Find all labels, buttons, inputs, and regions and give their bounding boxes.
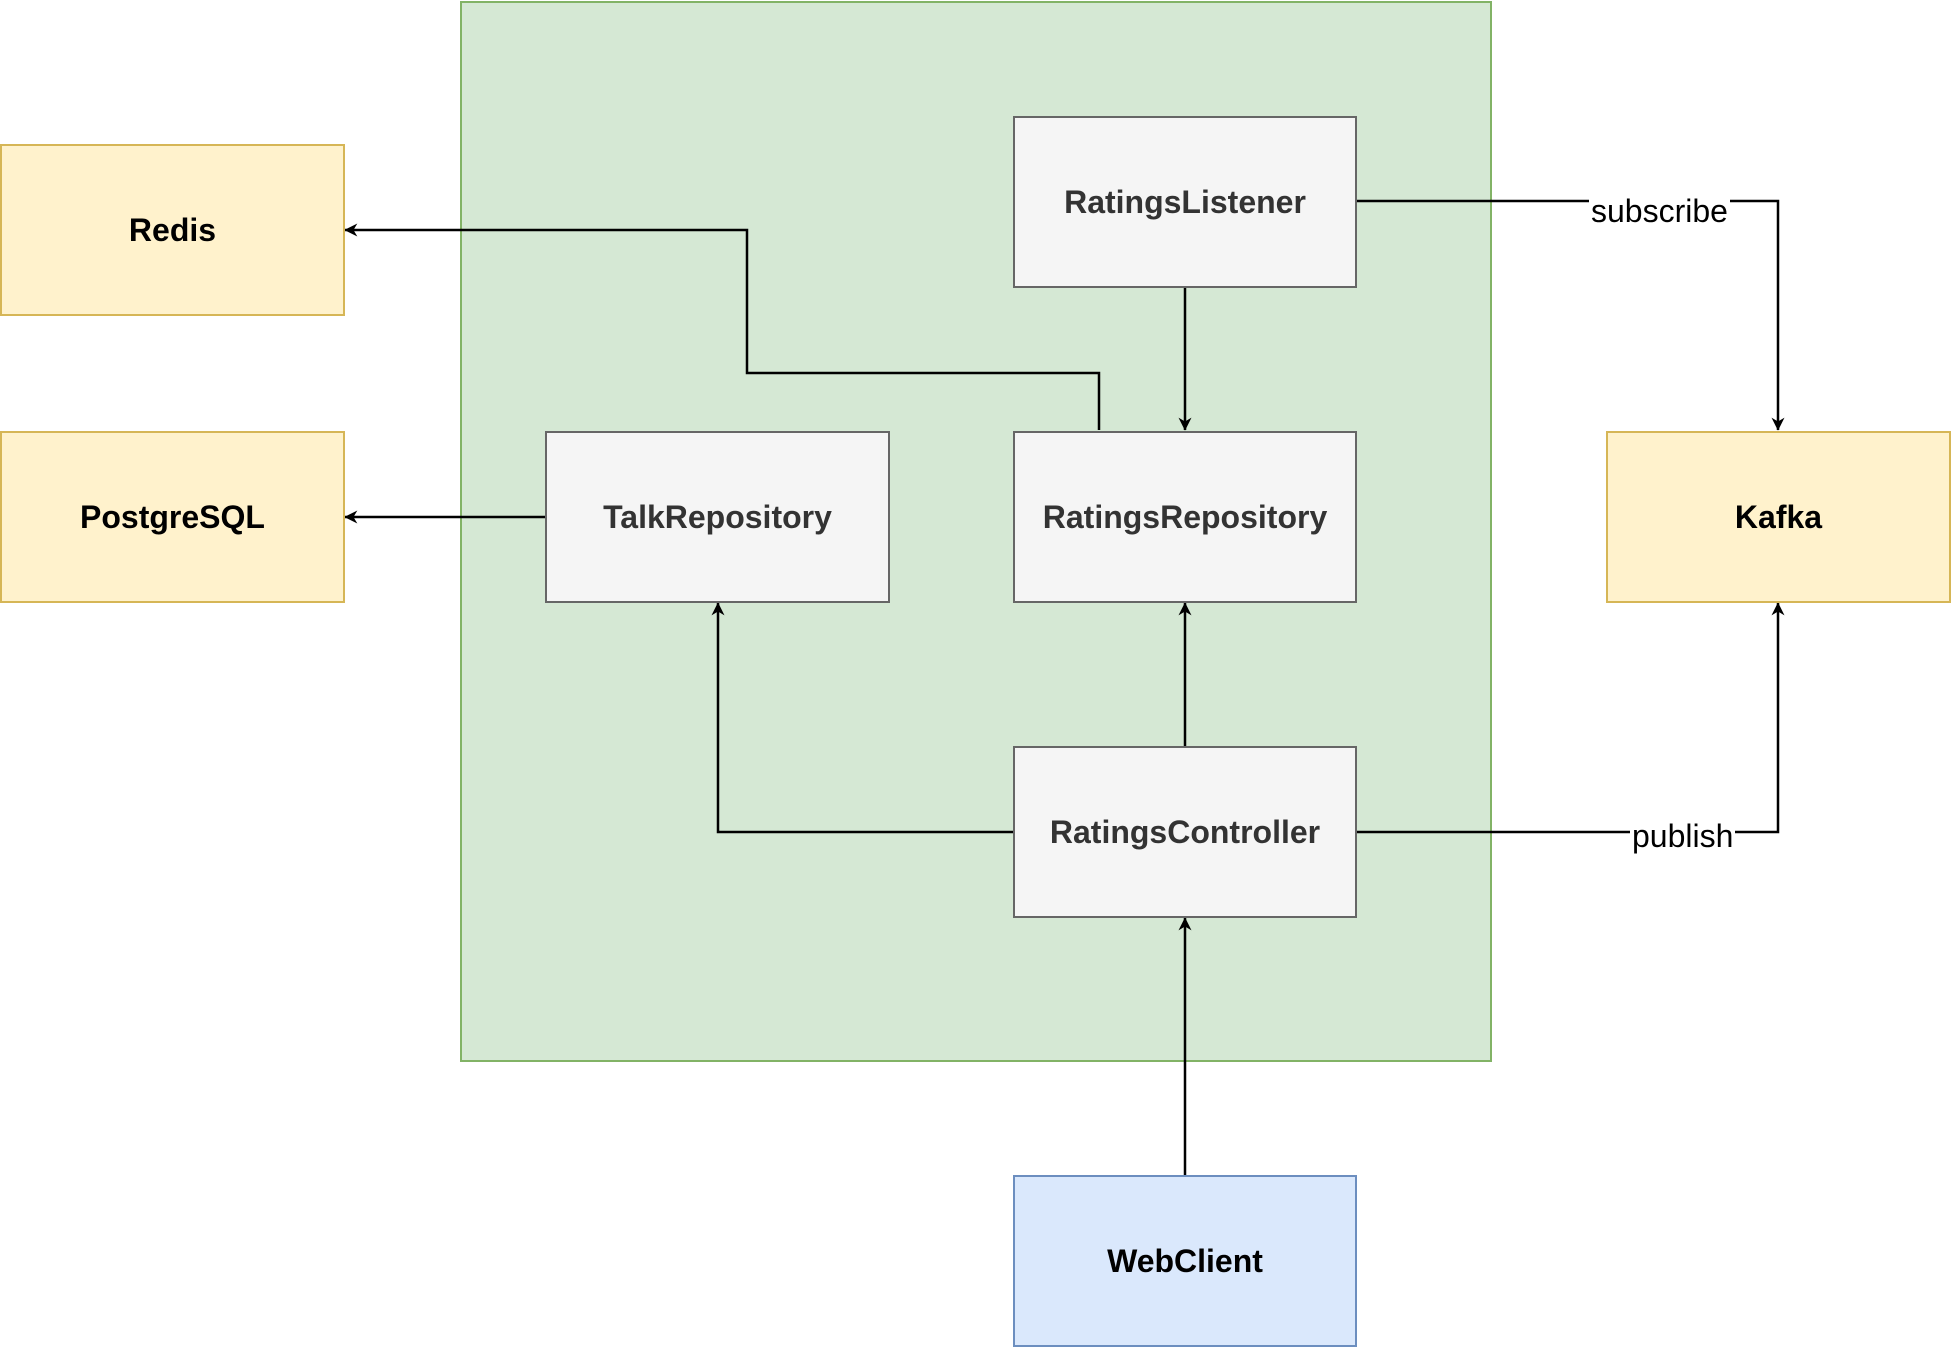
postgresql-node: PostgreSQL [0, 431, 345, 603]
ratings-repository-node: RatingsRepository [1013, 431, 1357, 603]
redis-node: Redis [0, 144, 345, 316]
webclient-node: WebClient [1013, 1175, 1357, 1347]
edge-listener-to-kafka [1357, 199, 1785, 431]
edge-controller-to-kafka [1357, 602, 1785, 834]
kafka-node: Kafka [1606, 431, 1951, 603]
publish-edge-label: publish [1630, 818, 1736, 854]
talk-repository-node: TalkRepository [545, 431, 890, 603]
ratings-listener-node: RatingsListener [1013, 116, 1357, 288]
edge-ratingsrepo-to-redis [344, 223, 1101, 430]
ratings-controller-node: RatingsController [1013, 746, 1357, 918]
subscribe-edge-label: subscribe [1589, 193, 1730, 229]
edge-controller-to-talkrepo [711, 602, 1013, 834]
